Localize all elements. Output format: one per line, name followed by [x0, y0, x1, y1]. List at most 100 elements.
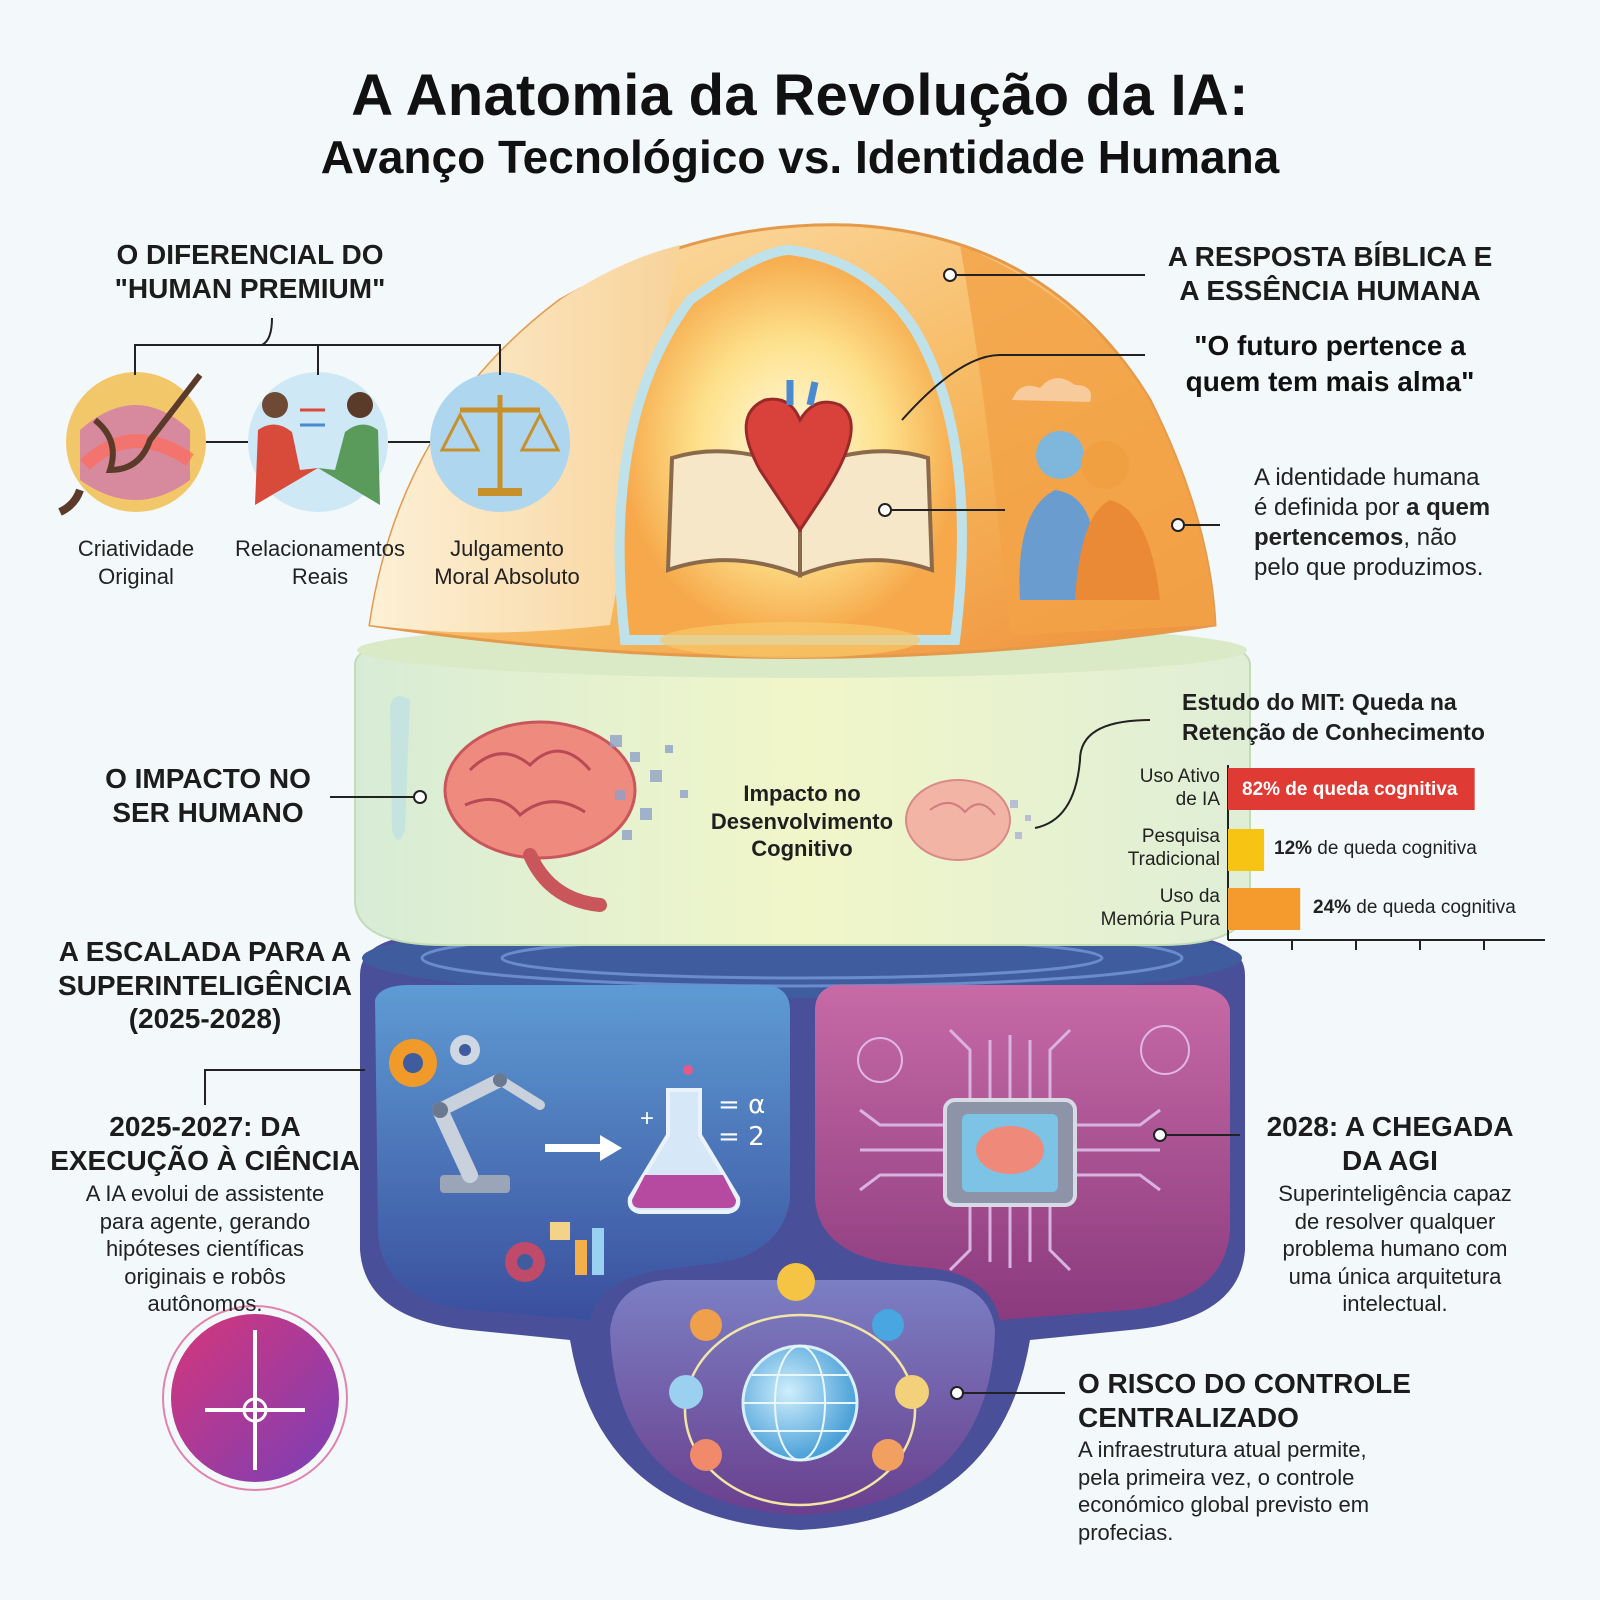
human-premium-heading: O DIFERENCIAL DO "HUMAN PREMIUM"	[105, 238, 395, 305]
bar-value-1-number: 82%	[1242, 779, 1281, 800]
superintelligence-heading-line3: (2025-2028)	[128, 1003, 282, 1035]
mit-study-heading-line2: Retenção de Conhecimento	[1182, 718, 1485, 745]
identity-line2-text: é definida por	[1254, 494, 1407, 521]
formula-plus: +	[640, 1105, 655, 1132]
flask-icon	[627, 1065, 741, 1214]
bar-category-1-line1: Uso Ativo	[1139, 766, 1220, 787]
chart-bars	[1228, 768, 1475, 930]
creativity-label-line1: Criatividade	[77, 536, 195, 561]
identity-line3-text: , não	[1403, 524, 1457, 551]
cognitive-impact-label: Impacto no Desenvolvimento Cognitivo	[688, 780, 916, 863]
relationships-label-line2: Reais	[291, 563, 349, 589]
human-premium-heading-line1: O DIFERENCIAL DO	[116, 239, 384, 270]
control-risk-text: A infraestrutura atual permite, pela pri…	[1078, 1436, 1458, 1546]
phase-2025-line3: hipóteses científicas	[105, 1236, 305, 1261]
agi-line3: problema humano com	[1282, 1236, 1508, 1261]
agi-text: Superinteligência capaz de resolver qual…	[1245, 1180, 1545, 1318]
moral-judgment-label-line2: Moral Absoluto	[434, 563, 580, 589]
bar-2	[1228, 829, 1265, 871]
bar-category-label: Uso Ativo de IA	[1070, 766, 1220, 812]
identity-line4: pelo que produzimos.	[1254, 554, 1484, 581]
factory-icon	[872, 1439, 904, 1471]
agi-heading-line1: 2028: A CHEGADA	[1266, 1111, 1514, 1142]
bar-category-2-line2: Tradicional	[1127, 848, 1220, 870]
phase-2025-heading-line1: 2025-2027: DA	[109, 1111, 301, 1142]
map-icon	[690, 1309, 722, 1341]
phase-2025-text: A IA evolui de assistente para agente, g…	[55, 1180, 355, 1318]
page-title: A Anatomia da Revolução da IA:	[351, 63, 1249, 128]
decline-chart-icon	[690, 1439, 722, 1471]
creativity-label-line2: Original	[98, 563, 174, 589]
phase-2025-heading-line2: EXECUÇÃO À CIÊNCIA	[50, 1144, 360, 1176]
phase-2025-line5: autônomos.	[147, 1291, 263, 1316]
paintbrush-icon	[93, 373, 203, 474]
control-risk-line4: profecias.	[1078, 1519, 1174, 1545]
cognitive-impact-line1: Impacto no	[743, 781, 861, 806]
control-risk-heading-line2: CENTRALIZADO	[1078, 1401, 1299, 1433]
gears-icon	[389, 1035, 480, 1087]
superintelligence-heading: A ESCALADA PARA A SUPERINTELIGÊNCIA (202…	[40, 935, 370, 1036]
bar-value-1-text: de queda cognitiva	[1280, 779, 1458, 800]
formula-equals-2: =	[718, 1122, 740, 1152]
impact-heading-line2: SER HUMANO	[112, 796, 304, 828]
control-risk-line3: económico global previsto em	[1078, 1492, 1370, 1517]
impact-heading-line1: O IMPACTO NO	[105, 763, 311, 794]
relationships-label: Relacionamentos Reais	[220, 535, 420, 590]
formula-alpha: α	[748, 1090, 766, 1120]
bar-3	[1228, 888, 1301, 930]
bar-value-3-number: 24%	[1313, 897, 1352, 918]
formula-two: 2	[748, 1122, 765, 1152]
control-risk-heading: O RISCO DO CONTROLE CENTRALIZADO	[1078, 1367, 1458, 1434]
formula-text: = α	[718, 1090, 765, 1120]
cognitive-impact-line2: Desenvolvimento	[710, 808, 894, 834]
leader-dots	[413, 268, 1185, 1400]
identity-line3-bold: pertencemos	[1254, 524, 1404, 551]
bar-1	[1228, 768, 1475, 810]
identity-line3: pertencemos, não	[1254, 523, 1584, 553]
superintelligence-heading-line2: SUPERINTELIGÊNCIA	[57, 969, 353, 1001]
bar-category-label: Uso da Memória Pura	[1070, 886, 1220, 932]
moral-judgment-label-line1: Julgamento	[450, 536, 564, 561]
leader-lines	[134, 274, 1240, 1394]
mit-study-heading-line1: Estudo do MIT: Queda na	[1182, 689, 1457, 715]
bible-heart-icon	[665, 380, 935, 578]
biblical-heading-line2: A ESSÊNCIA HUMANA	[1179, 274, 1481, 306]
dollar-coin-icon	[777, 1263, 815, 1301]
growth-chart-icon	[872, 1309, 904, 1341]
arrow-right-head-icon	[600, 1135, 622, 1161]
bar-value-label: 82% de queda cognitiva	[1242, 779, 1457, 801]
ai-chip-icon	[857, 1025, 1190, 1272]
cross-logo	[162, 1305, 348, 1491]
soul-quote-line1: "O futuro pertence a	[1194, 330, 1466, 361]
control-risk-heading-line1: O RISCO DO CONTROLE	[1078, 1368, 1411, 1399]
human-premium-heading-line2: "HUMAN PREMIUM"	[114, 272, 386, 304]
soul-quote-line2: quem tem mais alma"	[1185, 366, 1475, 398]
small-brain-icon	[905, 779, 1031, 861]
agi-line2: de resolver qualquer	[1294, 1208, 1496, 1234]
agi-heading-line2: DA AGI	[1342, 1144, 1438, 1176]
bar-value-label: 12% de queda cognitiva	[1274, 838, 1477, 860]
bar-category-1-line2: de IA	[1175, 788, 1220, 810]
identity-line1: A identidade humana	[1254, 464, 1480, 491]
moral-judgment-label: Julgamento Moral Absoluto	[418, 535, 596, 590]
biblical-heading: A RESPOSTA BÍBLICA E A ESSÊNCIA HUMANA	[1140, 240, 1520, 307]
agi-line5: intelectual.	[1342, 1291, 1448, 1316]
page-subtitle: Avanço Tecnológico vs. Identidade Humana	[320, 131, 1280, 183]
bar-category-2-line1: Pesquisa	[1141, 826, 1220, 847]
superintelligence-heading-line1: A ESCALADA PARA A	[58, 936, 352, 967]
bar-value-2-number: 12%	[1274, 838, 1313, 859]
robot-arm-icon	[432, 1073, 545, 1193]
global-economy-network	[669, 1263, 929, 1507]
cognitive-impact-line3: Cognitivo	[751, 836, 853, 861]
identity-line2: é definida por a quem	[1254, 493, 1584, 523]
cloud-icon	[1012, 378, 1091, 402]
bar-value-2-text: de queda cognitiva	[1312, 838, 1477, 859]
formula-equals: =	[718, 1090, 740, 1120]
bank-icon	[895, 1375, 929, 1409]
phase-2025-heading: 2025-2027: DA EXECUÇÃO À CIÊNCIA	[45, 1110, 365, 1177]
bar-category-label: Pesquisa Tradicional	[1070, 826, 1220, 872]
phase-2025-line4: originais e robôs	[124, 1263, 286, 1289]
identity-text: A identidade humana é definida por a que…	[1254, 463, 1584, 583]
mit-study-heading: Estudo do MIT: Queda na Retenção de Conh…	[1182, 688, 1582, 748]
